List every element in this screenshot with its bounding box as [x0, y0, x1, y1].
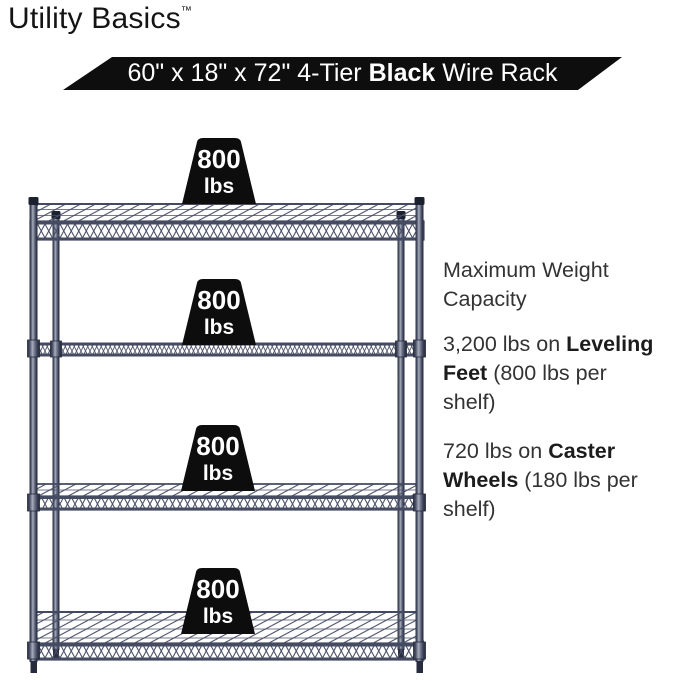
- banner-text-part1: 60" x 18" x 72" 4-Tier: [127, 59, 369, 87]
- brand-name: Utility Basics: [8, 2, 181, 35]
- weight-badge-3: 800 lbs: [181, 425, 255, 491]
- spec-prefix: 720 lbs on: [443, 439, 549, 463]
- spec-bold: Leveling Feet: [443, 332, 654, 385]
- weight-unit: lbs: [204, 316, 234, 339]
- front-right-post: [413, 197, 426, 673]
- weight-unit: lbs: [204, 175, 234, 198]
- spec-suffix: (180 lbs per shelf): [443, 468, 638, 521]
- leveling-feet-spec: 3,200 lbs on Leveling Feet (800 lbs per …: [443, 330, 665, 417]
- shelf-collar: [27, 493, 40, 512]
- shelf-collar: [27, 641, 40, 660]
- leveling-foot: [30, 661, 37, 673]
- weight-unit: lbs: [203, 462, 233, 485]
- leveling-foot: [416, 661, 423, 673]
- spec-bold: Caster Wheels: [443, 439, 616, 492]
- post-cap: [414, 197, 425, 205]
- weight-badge-1: 800 lbs: [182, 138, 256, 204]
- weight-badge-4: 800 lbs: [181, 568, 255, 634]
- shelf-collar: [27, 339, 40, 358]
- weight-unit: lbs: [203, 605, 233, 628]
- shelf-collar: [50, 340, 62, 358]
- weight-badge-2: 800 lbs: [182, 279, 256, 345]
- post-cap: [28, 197, 39, 205]
- banner-text-bold: Black: [368, 59, 436, 87]
- capacity-info: Maximum Weight Capacity 3,200 lbs on Lev…: [443, 256, 665, 544]
- spec-prefix: 3,200 lbs on: [443, 332, 567, 356]
- brand-logo: Utility Basics™: [8, 2, 192, 36]
- spec-suffix: (800 lbs per shelf): [443, 361, 607, 414]
- back-right-post: [396, 211, 406, 659]
- trademark-symbol: ™: [180, 5, 192, 17]
- weight-value: 800: [196, 574, 239, 604]
- capacity-heading: Maximum Weight Capacity: [443, 258, 609, 311]
- caster-wheels-spec: 720 lbs on Caster Wheels (180 lbs per sh…: [443, 437, 665, 524]
- shelf-1: [29, 203, 425, 241]
- shelf-collar: [413, 493, 426, 512]
- weight-value: 800: [197, 285, 240, 315]
- front-left-post: [27, 197, 40, 673]
- weight-value: 800: [196, 431, 239, 461]
- shelf-collar: [413, 641, 426, 660]
- shelf-collar: [413, 339, 426, 358]
- weight-value: 800: [197, 144, 240, 174]
- title-banner: 60" x 18" x 72" 4-Tier Black Wire Rack: [63, 57, 622, 90]
- banner-text-part2: Wire Rack: [435, 59, 558, 87]
- back-left-post: [51, 211, 61, 659]
- shelf-collar: [395, 340, 407, 358]
